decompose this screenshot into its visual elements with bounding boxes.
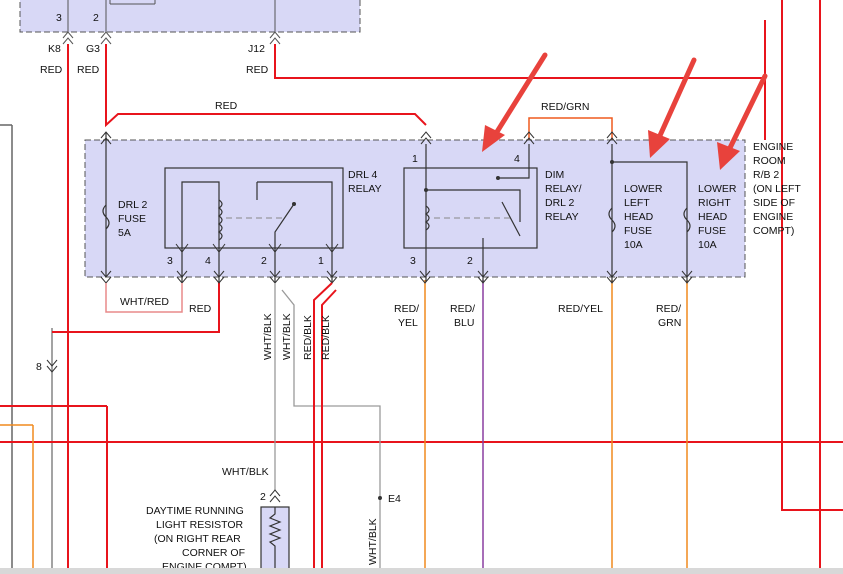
- lower-right-fuse-1: LOWER: [698, 183, 737, 195]
- drl2-fuse-label-1: DRL 2: [118, 199, 148, 211]
- wht-red-loop: [105, 283, 183, 313]
- top-connector-box: [19, 0, 361, 33]
- wire-label-red-blk-1: RED/BLK: [302, 315, 314, 360]
- e4-label: E4: [388, 493, 401, 505]
- conn-label-k8: K8: [48, 43, 61, 55]
- dim-pin-2: 2: [467, 255, 473, 267]
- drl2-fuse-symbol: [102, 204, 110, 230]
- drl4-relay-label-1: DRL 4: [348, 169, 378, 181]
- wire-label-red-blu-b: BLU: [454, 317, 474, 329]
- engine-room-label-7: COMPT): [753, 225, 794, 237]
- annotation-arrows: [482, 52, 768, 170]
- wire-label-red-g3: RED: [77, 64, 100, 76]
- wire-label-red-grn-b: GRN: [658, 317, 681, 329]
- wire-label-red-top: RED: [215, 100, 238, 112]
- engine-room-label-2: ROOM: [753, 155, 786, 167]
- lower-right-fuse-4: FUSE: [698, 225, 726, 237]
- drl4-relay-label-2: RELAY: [348, 183, 382, 195]
- engine-room-label-5: SIDE OF: [753, 197, 795, 209]
- lower-left-fuse-2: LEFT: [624, 197, 650, 209]
- engine-room-label-4: (ON LEFT: [753, 183, 801, 195]
- wire-label-red-lower: RED: [189, 303, 212, 315]
- wire-label-red-yel-c: RED/YEL: [558, 303, 603, 315]
- engine-room-label-3: R/B 2: [753, 169, 779, 181]
- wire-label-red-yel-a: RED/: [394, 303, 419, 315]
- resistor-label-4: CORNER OF: [182, 547, 245, 559]
- resistor-label-2: LIGHT RESISTOR: [156, 519, 244, 531]
- conn-label-g3: G3: [86, 43, 100, 55]
- lower-left-fuse-4: FUSE: [624, 225, 652, 237]
- drl4-relay-box: [164, 167, 344, 249]
- red-grn-wire-top: [528, 117, 613, 140]
- bottom-scroll-strip: [0, 568, 843, 574]
- dim-relay-label-3: DRL 2: [545, 197, 575, 209]
- dim-pin-3: 3: [410, 255, 416, 267]
- lower-left-fuse-5: 10A: [624, 239, 643, 251]
- lower-right-fuse-2: RIGHT: [698, 197, 731, 209]
- dim-relay-label-4: RELAY: [545, 211, 579, 223]
- dim-pin-1: 1: [412, 153, 418, 165]
- wire-label-red-yel-b: YEL: [398, 317, 418, 329]
- wire-label-red-j12: RED: [246, 64, 269, 76]
- resistor-pin-2: 2: [260, 491, 266, 503]
- wire-label-red-k8: RED: [40, 64, 63, 76]
- top-pin-3: 3: [56, 12, 62, 24]
- wire-label-wht-blk-2: WHT/BLK: [281, 313, 293, 360]
- lower-right-fuse-5: 10A: [698, 239, 717, 251]
- lower-left-fuse-1: LOWER: [624, 183, 663, 195]
- dim-relay-box: [403, 167, 538, 249]
- pin-4-left: 4: [205, 255, 211, 267]
- connector-8-label: 8: [36, 361, 42, 373]
- orange-wires: [0, 280, 688, 574]
- drl2-fuse-label-2: FUSE: [118, 213, 146, 225]
- wire-label-wht-blk-3: WHT/BLK: [222, 466, 269, 478]
- resistor-label-3: (ON RIGHT REAR: [154, 533, 241, 545]
- pin-1-left: 1: [318, 255, 324, 267]
- engine-room-label-1: ENGINE: [753, 141, 793, 153]
- wire-label-red-blk-2: RED/BLK: [320, 315, 332, 360]
- wire-label-red-blu-a: RED/: [450, 303, 475, 315]
- dim-pin-4: 4: [514, 153, 520, 165]
- dim-relay-label-1: DIM: [545, 169, 564, 181]
- wire-label-wht-blk-4: WHT/BLK: [367, 518, 379, 565]
- wire-label-red-grn-a: RED/: [656, 303, 681, 315]
- drl2-fuse-label-3: 5A: [118, 227, 131, 239]
- resistor-label-1: DAYTIME RUNNING: [146, 505, 244, 517]
- lower-left-fuse-3: HEAD: [624, 211, 654, 223]
- wire-label-wht-red: WHT/RED: [120, 296, 169, 308]
- pin-2-left: 2: [261, 255, 267, 267]
- lower-right-fuse-3: HEAD: [698, 211, 728, 223]
- pin-3-left: 3: [167, 255, 173, 267]
- wire-label-red-grn-top: RED/GRN: [541, 101, 589, 113]
- conn-label-j12: J12: [248, 43, 265, 55]
- top-pin-2: 2: [93, 12, 99, 24]
- engine-room-label-6: ENGINE: [753, 211, 793, 223]
- wire-label-wht-blk-1: WHT/BLK: [262, 313, 274, 360]
- dim-relay-label-2: RELAY/: [545, 183, 582, 195]
